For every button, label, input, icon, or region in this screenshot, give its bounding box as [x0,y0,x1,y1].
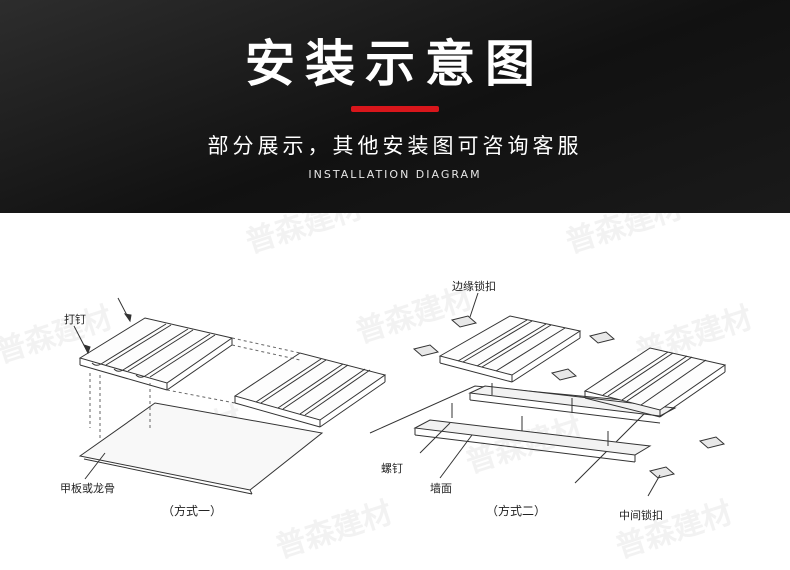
header-banner: 安装示意图 部分展示，其他安装图可咨询客服 INSTALLATION DIAGR… [0,0,790,213]
screws [451,383,609,446]
method-two-panel-right [583,347,727,418]
page-subtitle: 部分展示，其他安装图可咨询客服 [207,134,583,158]
label-nail: 打钉 [64,312,86,326]
svg-text:普森建材: 普森建材 [612,495,737,565]
clips [412,315,726,479]
fluted-panel-right [233,352,387,428]
svg-text:普森建材: 普森建材 [272,495,397,565]
label-edge-clip: 边缘锁扣 [452,279,496,293]
svg-text:普森建材: 普森建材 [562,213,687,261]
accent-bar [351,106,439,112]
label-wall: 墙面 [430,481,452,495]
label-screw: 螺钉 [381,462,403,475]
svg-text:普森建材: 普森建材 [242,213,367,261]
installation-diagram: 普森建材 普森建材 普森建材 普森建材 普森建材 普森建材 普森建材 普森建材 … [0,213,757,566]
label-middle-clip: 中间锁扣 [619,508,663,522]
label-method-one: （方式一） [162,503,222,518]
method-two-panel-left [438,315,582,383]
label-board-or-keel: 甲板或龙骨 [60,481,115,495]
method-two-drawing [369,292,727,497]
method-one-drawing [73,297,387,495]
base-board [78,402,324,491]
label-method-two: （方式二） [486,503,546,518]
english-caption: INSTALLATION DIAGRAM [308,168,482,181]
page-title: 安装示意图 [245,35,545,93]
